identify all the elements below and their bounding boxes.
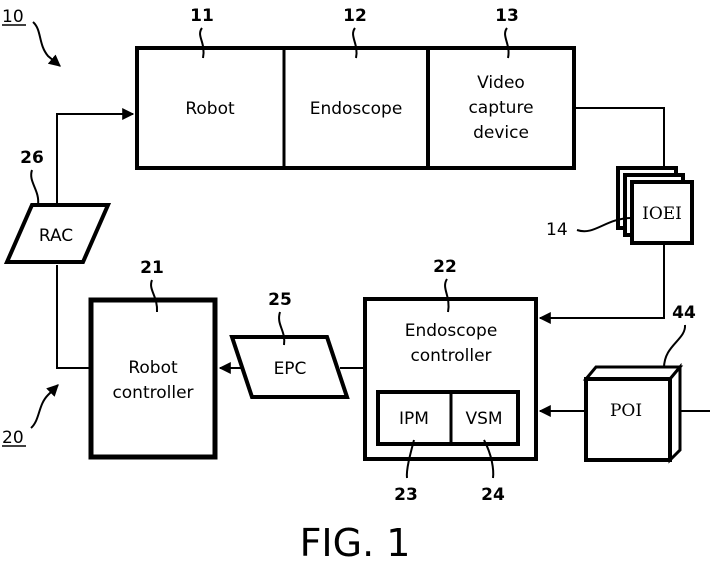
endoscope-controller-label-line1: Endoscope [405, 321, 498, 341]
endoscope-controller-label-line2: controller [410, 346, 491, 366]
rac-ref: 26 [20, 148, 44, 168]
epc-label: EPC [274, 359, 307, 379]
robot-controller-to-rac-line [57, 265, 91, 368]
endoscope-ref: 12 [343, 6, 367, 26]
vsm-label: VSM [465, 409, 502, 429]
video-capture-label-line3: device [473, 123, 529, 143]
ioei-to-endoscope-controller-arrow [540, 243, 664, 318]
ioei-ref: 14 [546, 220, 568, 240]
ipm-label: IPM [399, 409, 429, 429]
robot-controller-ref: 21 [140, 258, 164, 278]
vsm-ref: 24 [481, 485, 505, 505]
video-to-ioei-line [574, 108, 664, 168]
rac-label: RAC [39, 226, 73, 246]
endoscope-controller-ref: 22 [433, 257, 457, 277]
ioei-label: IOEI [642, 204, 682, 224]
video-capture-label-line1: Video [477, 73, 525, 93]
rac-ref-leader [31, 170, 38, 205]
endoscope-label: Endoscope [310, 99, 403, 119]
poi-label: POI [610, 401, 642, 421]
epc-ref: 25 [268, 290, 292, 310]
poi-ref: 44 [672, 303, 696, 323]
subsystem-ref-leader [31, 385, 58, 428]
poi-ref-leader [664, 325, 685, 368]
robot-ref: 11 [190, 6, 214, 26]
robot-controller-label-line1: Robot [128, 358, 178, 378]
video-capture-label-line2: capture [468, 98, 533, 118]
robot-controller-label-line2: controller [112, 383, 193, 403]
system-ref-leader [33, 22, 60, 66]
system-ref-label: 10 [2, 7, 24, 27]
rac-to-robot-arrow [57, 114, 133, 205]
figure-caption: FIG. 1 [300, 521, 411, 565]
video-capture-ref: 13 [495, 6, 519, 26]
ipm-ref: 23 [394, 485, 418, 505]
subsystem-ref-label: 20 [2, 428, 24, 448]
robot-label: Robot [185, 99, 235, 119]
robot-controller-block [91, 300, 215, 457]
